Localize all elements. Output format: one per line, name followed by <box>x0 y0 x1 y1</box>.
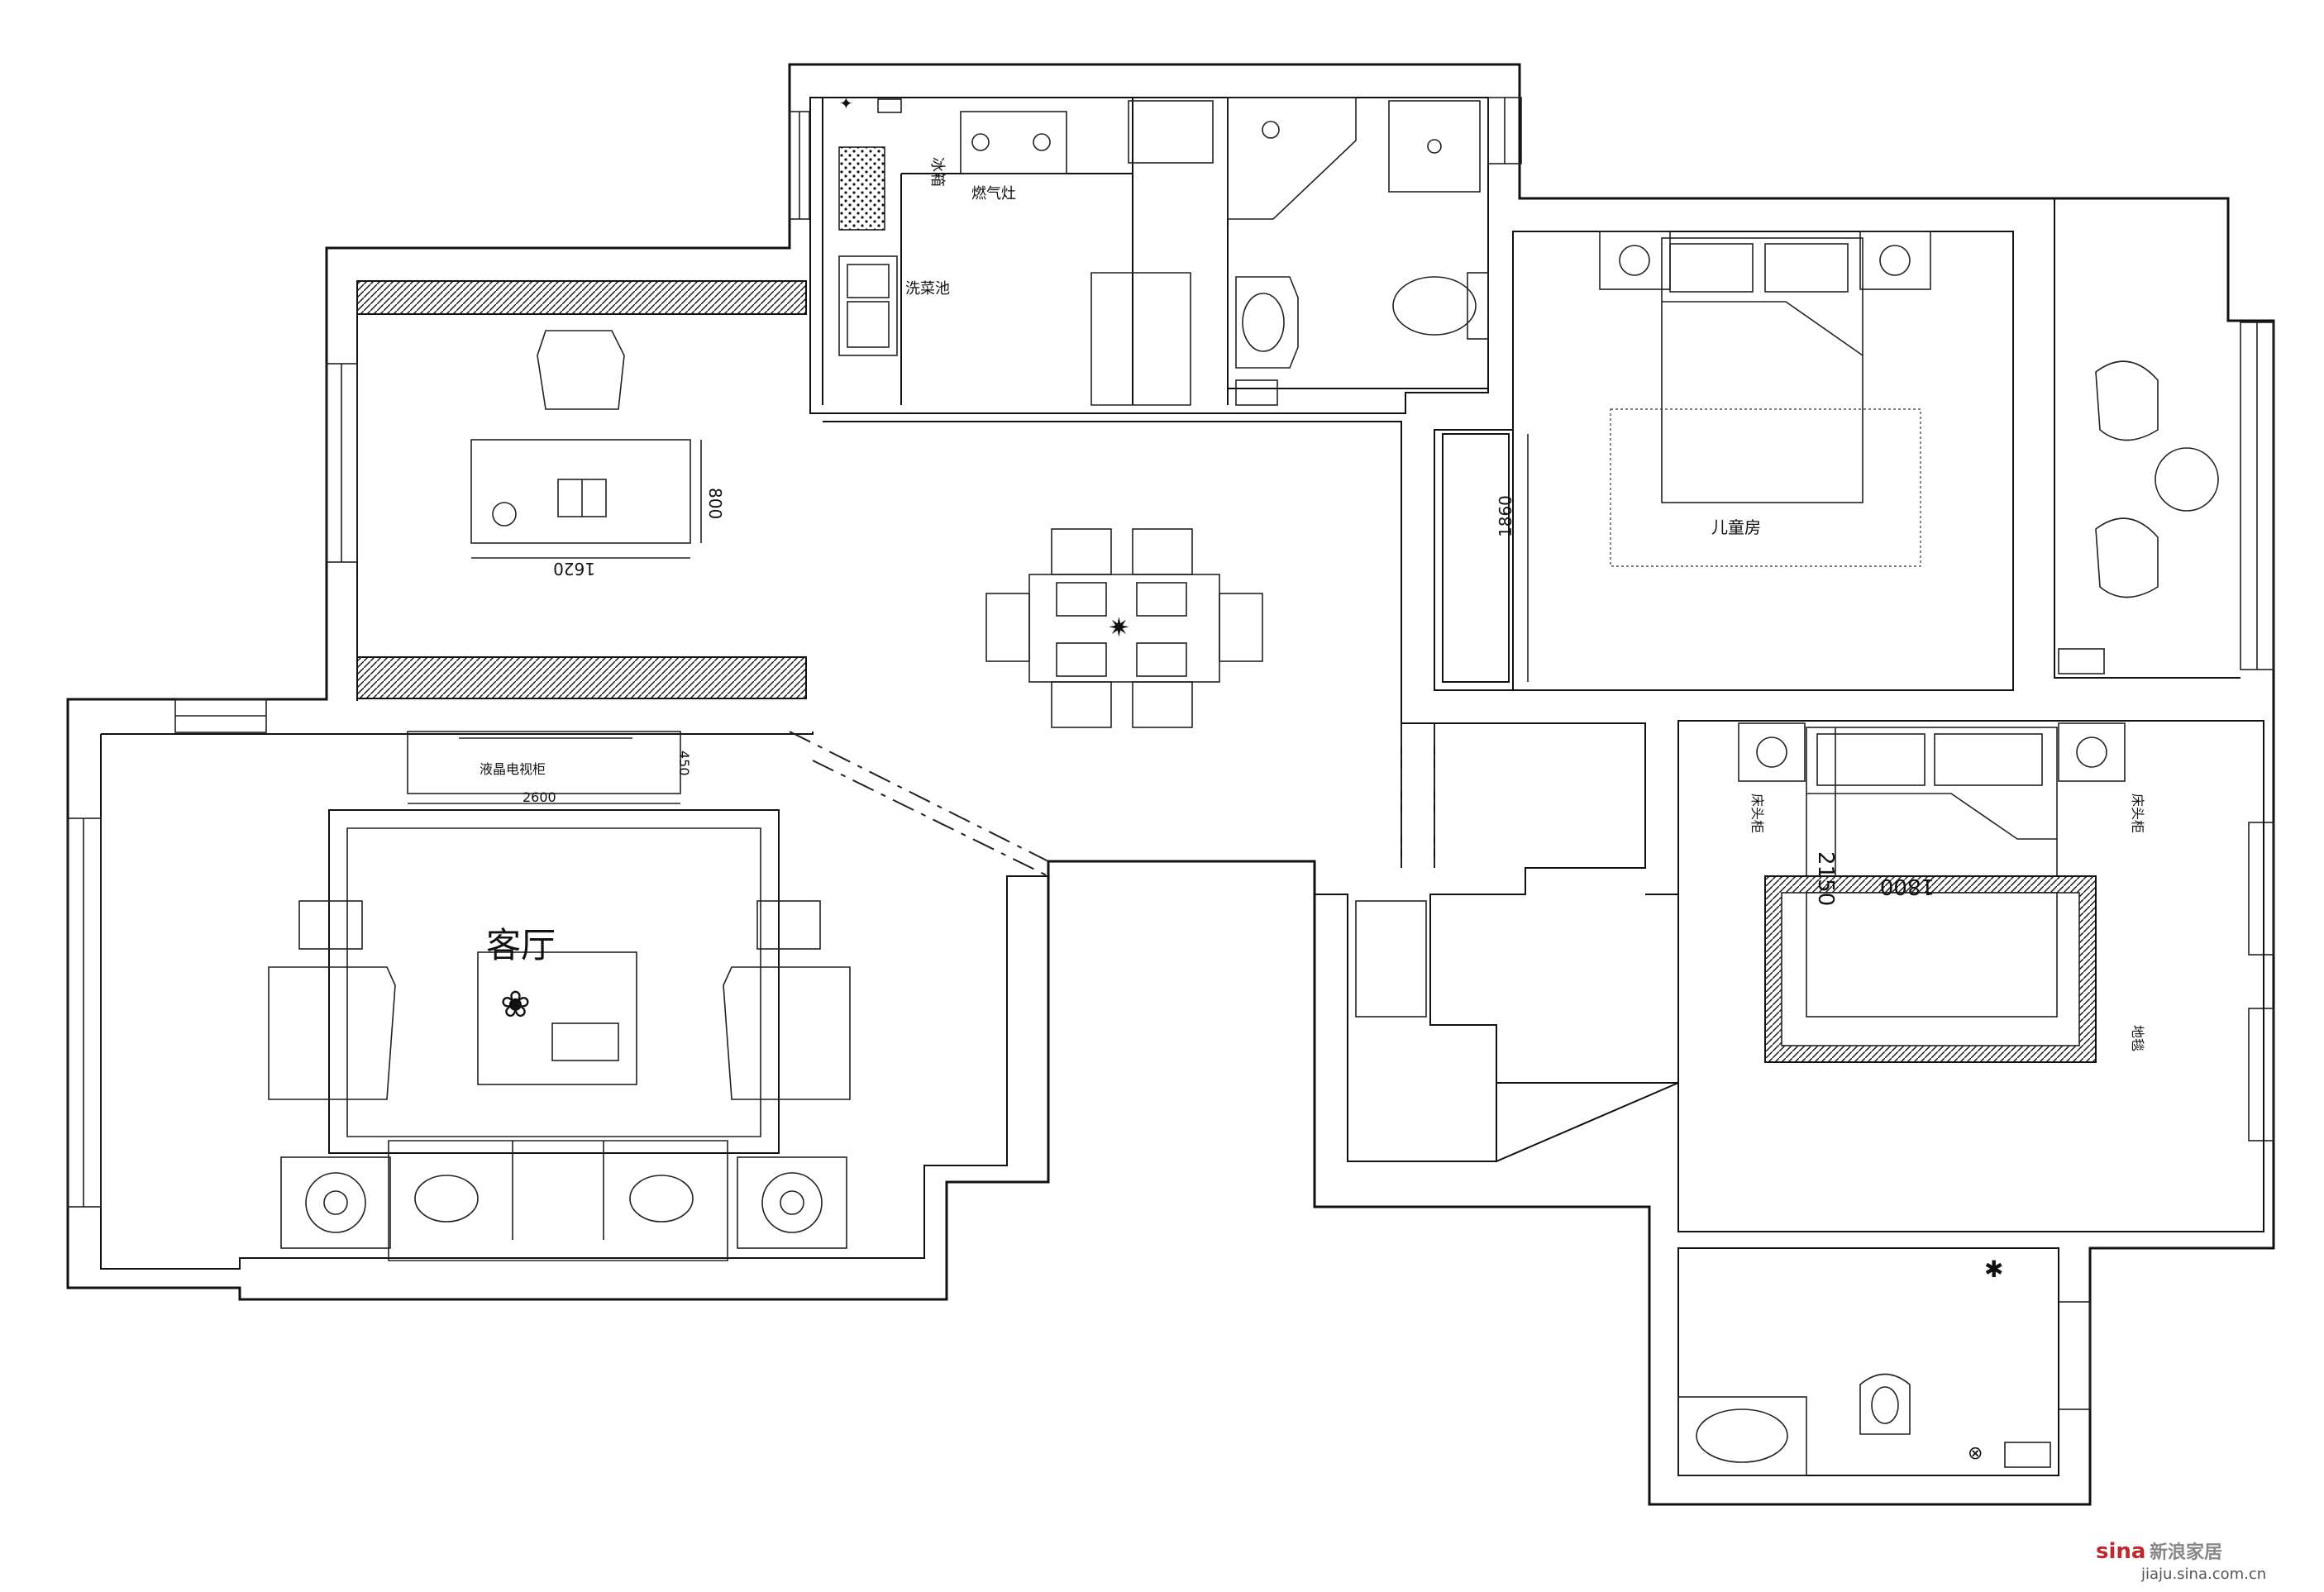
watermark-url: jiaju.sina.com.cn <box>2140 1566 2266 1583</box>
living-room-label: 客厅 <box>486 925 556 965</box>
washing-machine-icon <box>1128 100 1214 164</box>
sink-icon <box>838 255 898 356</box>
bedside-note-left: 床头柜 <box>1749 794 1765 833</box>
cushion-icon <box>414 1175 479 1223</box>
dining-chair <box>1219 593 1263 662</box>
living-room: 液晶电视柜 2600 450 客厅 ❀ <box>268 731 851 1261</box>
speaker-right <box>737 1156 847 1249</box>
nightstand-right <box>2058 722 2126 782</box>
living-carpet <box>328 809 780 1154</box>
side-stool <box>756 900 821 950</box>
watermark-brand: sina <box>2096 1539 2145 1564</box>
hanger-rack <box>1355 900 1427 1018</box>
drain-icon <box>1262 121 1280 139</box>
sofa <box>388 1140 728 1261</box>
round-table-icon <box>2155 447 2219 512</box>
bed-width-label: 1800 <box>1880 874 1935 898</box>
bookshelf-top <box>356 280 807 315</box>
kitchen-note-stove: 燃气灶 <box>971 185 1016 203</box>
cushion-icon <box>629 1175 694 1223</box>
dining: ✷ <box>985 528 1263 728</box>
tv-cabinet-label: 液晶电视柜 <box>480 761 546 777</box>
shower-head-icon: ✱ <box>1984 1256 2003 1283</box>
flower-centerpiece-icon: ✷ <box>1108 612 1130 643</box>
nightstand-left <box>1738 722 1806 782</box>
dining-chair <box>1132 528 1193 575</box>
coffee-table <box>477 951 637 1085</box>
bookshelf-bottom <box>356 656 807 699</box>
bed-length-label: 2150 <box>1813 851 1838 906</box>
gas-stove-icon <box>960 111 1067 174</box>
washbasin-icon <box>1235 276 1299 369</box>
lounge-chair-icon <box>2095 360 2159 441</box>
study: 800 1620 <box>356 280 807 699</box>
watermark-brand-cn: 新浪家居 <box>2150 1542 2222 1563</box>
kids-bed <box>1661 237 1863 503</box>
tv-cabinet-width-label: 2600 <box>523 789 556 805</box>
kitchen: 冰箱 燃气灶 洗菜池 ✦ <box>822 93 1214 406</box>
carpet-note: 地毯 <box>2130 1025 2145 1051</box>
interior-walls <box>823 98 2264 1476</box>
side-stool <box>298 900 363 950</box>
study-desk <box>470 439 691 544</box>
nightstand-left <box>1599 231 1671 290</box>
speaker-left <box>280 1156 391 1249</box>
floor-drain-icon <box>2058 648 2105 674</box>
dining-chair <box>985 593 1030 662</box>
floor-drain-icon <box>2004 1442 2051 1468</box>
desk-depth-label: 800 <box>705 488 725 519</box>
openings <box>789 723 1435 877</box>
toilet-icon <box>1392 276 1477 336</box>
study-chair-icon <box>537 330 625 410</box>
wardrobe-length-label: 1860 <box>1496 495 1515 537</box>
shower-icon <box>1227 97 1357 220</box>
kids-room: 儿童房 1860 <box>1442 231 2219 683</box>
floor-drain-icon <box>1235 379 1278 406</box>
shower-tray-icon <box>1388 100 1481 193</box>
nightstand-right <box>1859 231 1931 290</box>
kitchen-note-fridge: 冰箱 <box>928 157 946 187</box>
flower-icon: ❀ <box>500 984 531 1026</box>
kids-room-label: 儿童房 <box>1711 517 1761 537</box>
cabinet-icon <box>1090 272 1191 406</box>
bedside-note-right: 床头柜 <box>2130 794 2145 833</box>
vent-icon: ✦ <box>839 93 853 113</box>
fridge-icon <box>838 146 885 231</box>
bottom-bathroom: ⊗ ✱ <box>1677 1256 2051 1476</box>
drain-icon: ⊗ <box>1968 1443 1983 1464</box>
kitchen-note-sink: 洗菜池 <box>905 280 950 298</box>
bathtub-icon <box>1677 1396 1807 1476</box>
dining-chair <box>1132 681 1193 728</box>
top-bathroom <box>1227 97 1489 406</box>
master-bedroom: 1800 2150 床头柜 床头柜 地毯 <box>1355 722 2145 1063</box>
wardrobe <box>1442 433 1510 683</box>
tv-cabinet <box>407 731 681 794</box>
armchair-left <box>268 966 396 1100</box>
toilet-icon <box>1859 1373 1911 1435</box>
watermark: sina 新浪家居 jiaju.sina.com.cn <box>2096 1539 2266 1583</box>
exhaust-icon <box>877 98 902 113</box>
desk-width-label: 1620 <box>553 559 595 579</box>
dining-chair <box>1051 528 1112 575</box>
dining-chair <box>1051 681 1112 728</box>
armchair-right <box>723 966 851 1100</box>
lounge-chair-icon <box>2095 517 2159 598</box>
kids-carpet <box>1610 408 1921 567</box>
tv-cabinet-depth-label: 450 <box>676 751 692 776</box>
